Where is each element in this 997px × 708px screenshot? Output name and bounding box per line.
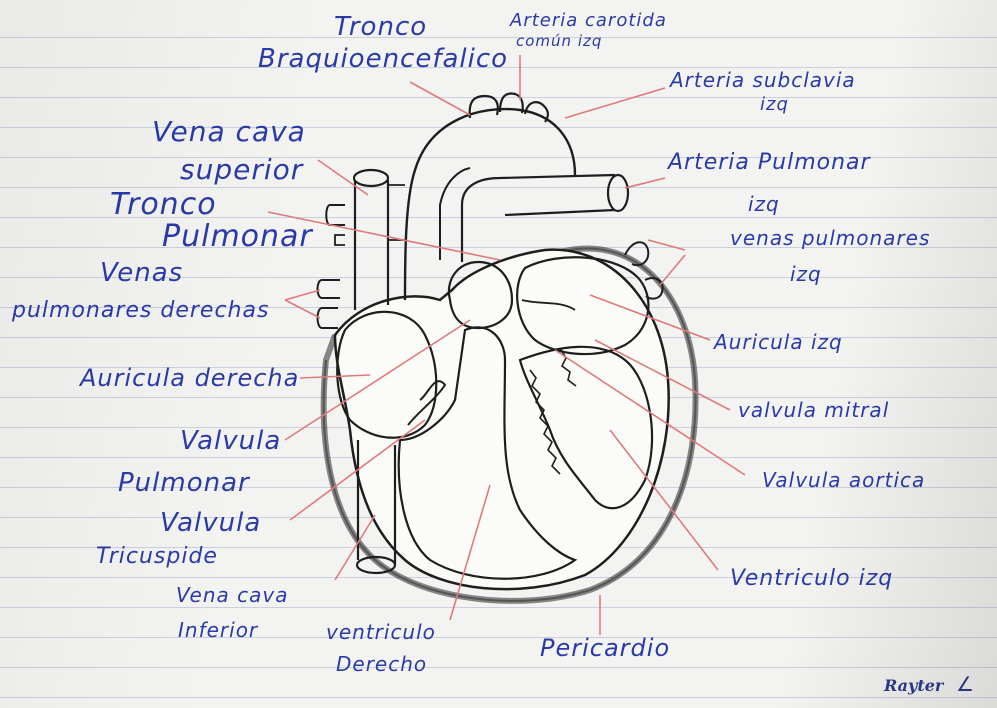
label-valvula-pulm-line1: Valvula: [180, 428, 281, 454]
leader-tronco-braq: [410, 82, 470, 115]
brand-mark-icon: ∠: [956, 672, 974, 696]
label-subclavia-line2: izq: [760, 96, 789, 114]
superior-vena-cava: [355, 180, 388, 310]
label-valvula-aortica: Valvula aortica: [762, 470, 925, 490]
right-pulmonary-vein-4: [335, 235, 345, 245]
leader-venas-izq-1: [648, 240, 685, 250]
label-tronco-pulm-line2: Pulmonar: [162, 222, 313, 252]
label-tronco-pulm-line1: Tronco: [110, 190, 217, 220]
label-carotida-line1: Arteria carotida: [510, 12, 667, 30]
label-ventriculo-izq: Ventriculo izq: [730, 568, 893, 590]
label-valvula-mitral: valvula mitral: [738, 400, 889, 420]
svc-opening: [354, 170, 388, 186]
label-valvula-tric-line2: Tricuspide: [96, 546, 218, 568]
label-art-pulmonar-line2: izq: [748, 194, 780, 214]
label-subclavia-line1: Arteria subclavia: [670, 70, 856, 90]
right-pulmonary-vein-1: [326, 205, 345, 225]
label-venas-pulm-der-line1: Venas: [100, 260, 183, 286]
right-pulmonary-vein-3: [318, 308, 339, 328]
aorta-inner: [440, 168, 470, 260]
label-ventriculo-der-line2: Derecho: [336, 654, 427, 674]
label-vena-cava-sup-line1: Vena cava: [152, 118, 306, 146]
label-venas-pulm-izq-line2: izq: [790, 264, 822, 284]
label-valvula-pulm-line2: Pulmonar: [118, 470, 250, 496]
label-pericardio: Pericardio: [540, 636, 670, 660]
leader-venas-der-1: [285, 290, 320, 300]
leader-subclavia: [565, 88, 665, 118]
label-auricula-izq: Auricula izq: [714, 332, 843, 352]
leader-vena-cava-inf: [335, 515, 375, 580]
label-carotida-line2: común izq: [516, 34, 602, 49]
label-auricula-der: Auricula derecha: [80, 366, 299, 390]
label-tronco-braquio-line2: Braquioencefalico: [258, 46, 508, 72]
label-vena-cava-sup-line2: superior: [180, 156, 303, 184]
label-vena-cava-inf-line1: Vena cava: [176, 585, 288, 605]
label-venas-pulm-der-line2: pulmonares derechas: [12, 300, 269, 322]
right-pulmonary-vein-2: [318, 280, 341, 298]
leader-vena-cava-sup: [318, 160, 368, 195]
label-tronco-braquio-line1: Tronco: [334, 14, 427, 40]
leader-venas-izq-2: [660, 255, 685, 285]
heart-outline: [335, 250, 669, 589]
leader-venas-der-2: [285, 300, 320, 318]
pulmonary-artery-end: [608, 175, 628, 211]
label-art-pulmonar-line1: Arteria Pulmonar: [668, 152, 871, 174]
svc-aorta-link: [388, 185, 405, 240]
label-ventriculo-der-line1: ventriculo: [326, 622, 436, 642]
brachiocephalic-trunk: [470, 96, 498, 118]
label-venas-pulm-izq-line1: venas pulmonares: [730, 228, 930, 248]
label-vena-cava-inf-line2: Inferior: [178, 620, 258, 640]
label-valvula-tric-line1: Valvula: [160, 510, 261, 536]
leader-art-pulm: [625, 178, 665, 188]
brand-logo: Rayter: [884, 676, 943, 695]
